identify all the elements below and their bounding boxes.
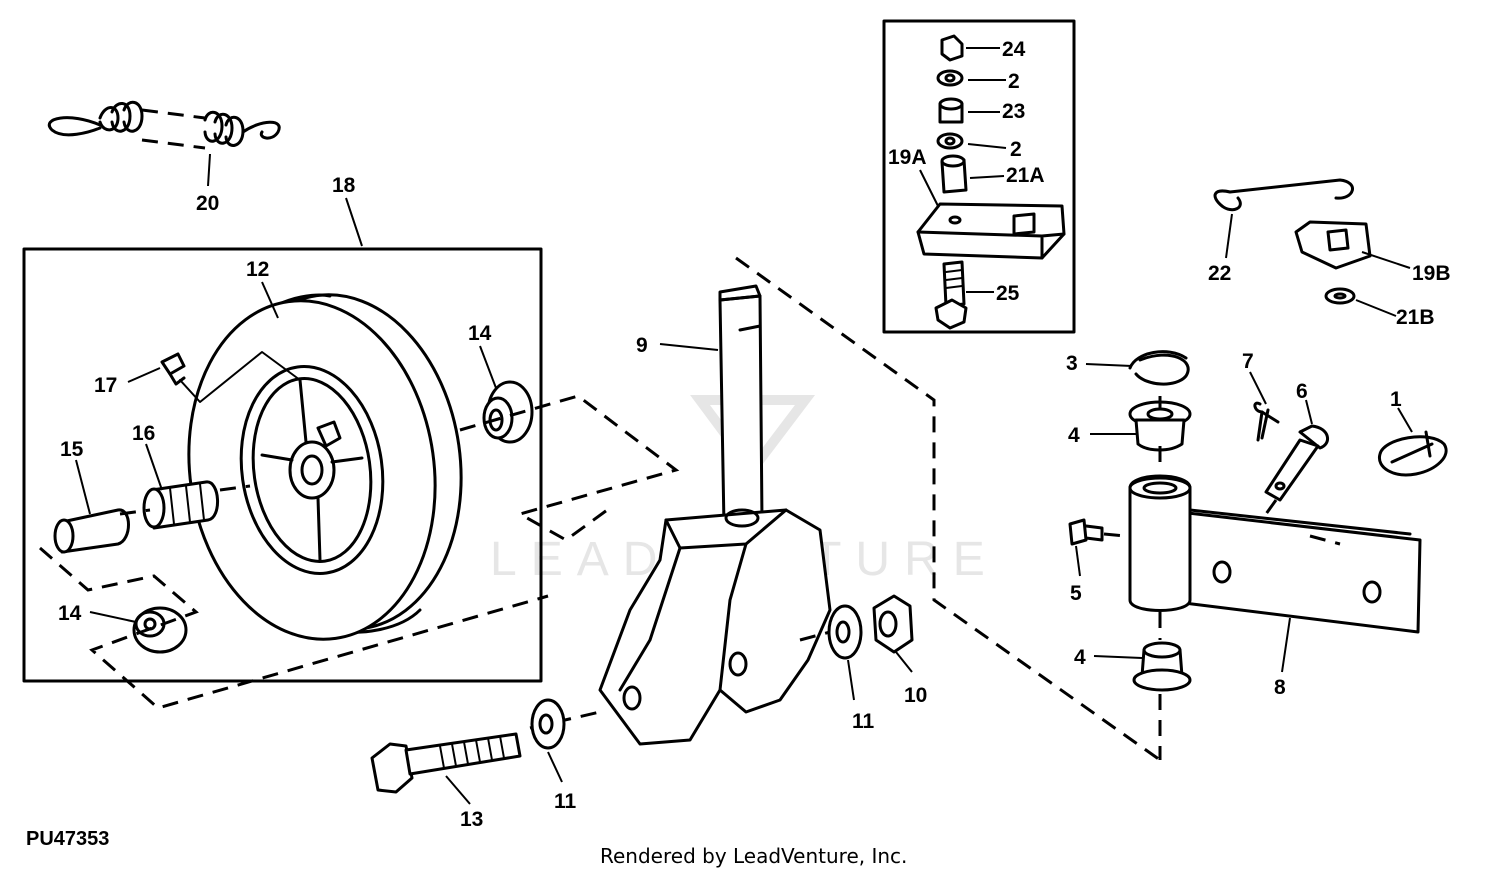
callout-16: 16 — [132, 422, 155, 445]
callout-20: 20 — [196, 192, 219, 215]
fork-dashed-line — [799, 630, 831, 642]
callout-19b: 19B — [1412, 262, 1451, 285]
callout-4-lower: 4 — [1074, 646, 1086, 669]
callout-11-upper: 11 — [852, 710, 875, 733]
bearing-part-16 — [142, 480, 220, 530]
washer-part-11-lower — [530, 698, 566, 750]
callout-8: 8 — [1274, 676, 1286, 699]
spring-clip-part-22 — [1213, 178, 1354, 212]
callout-12: 12 — [246, 258, 269, 281]
mounting-dashed-outline — [735, 256, 1161, 762]
bolt-part-13 — [370, 710, 601, 794]
callout-13: 13 — [460, 808, 483, 831]
callout-15: 15 — [60, 438, 84, 461]
wheel-assembly-box — [22, 247, 543, 683]
callout-18: 18 — [332, 174, 356, 197]
figure-id: PU47353 — [26, 828, 110, 850]
washer-part-21b — [1324, 287, 1356, 305]
callout-21a: 21A — [1006, 164, 1045, 187]
bracket-part-19b — [1294, 220, 1372, 270]
callout-2-lower: 2 — [1010, 138, 1022, 161]
hair-pin-part-7 — [1253, 401, 1280, 442]
callout-22: 22 — [1208, 262, 1231, 285]
callout-14-lower: 14 — [58, 602, 82, 625]
bushing-part-14-lower — [132, 606, 188, 654]
callout-24: 24 — [1002, 38, 1026, 61]
wheel-part-12 — [187, 293, 463, 641]
callout-19a: 19A — [888, 146, 927, 169]
callout-9: 9 — [636, 334, 648, 357]
bushing-part-4-lower — [1132, 641, 1192, 692]
grease-fitting-part-17 — [160, 351, 301, 403]
callout-23: 23 — [1002, 100, 1025, 123]
retaining-ring-part-3 — [1128, 350, 1190, 386]
leader-lines — [75, 47, 1413, 805]
grease-fitting-part-5 — [1068, 518, 1127, 546]
callout-17: 17 — [94, 374, 117, 397]
callout-2-upper: 2 — [1008, 70, 1020, 93]
callout-5: 5 — [1070, 582, 1082, 605]
callout-14-upper: 14 — [468, 322, 492, 345]
nut-part-10 — [872, 594, 914, 654]
bushing-part-4-upper — [1128, 400, 1192, 452]
callout-3: 3 — [1066, 352, 1078, 375]
callout-21b: 21B — [1396, 306, 1435, 329]
caster-fork-part-9 — [598, 284, 832, 746]
inset-hardware — [916, 34, 1066, 330]
render-credit: Rendered by LeadVenture, Inc. — [600, 844, 908, 868]
callout-25: 25 — [996, 282, 1020, 305]
spring-part-20 — [47, 100, 281, 150]
callout-11-lower: 11 — [554, 790, 577, 813]
lynch-clip-part-1 — [1378, 430, 1448, 477]
callout-7: 7 — [1242, 350, 1254, 373]
washer-part-11-upper — [827, 604, 863, 660]
assembly-dashed-lines — [39, 394, 680, 710]
callout-1: 1 — [1390, 388, 1402, 411]
callout-labels: 20 18 12 14 17 15 16 14 9 11 10 11 13 24… — [58, 38, 1451, 831]
sleeve-part-15 — [53, 508, 130, 554]
callout-4-upper: 4 — [1068, 424, 1080, 447]
pivot-bar-part-8 — [1128, 474, 1422, 634]
inset-box — [882, 19, 1076, 334]
callout-6: 6 — [1296, 380, 1308, 403]
callout-10: 10 — [904, 684, 927, 707]
clevis-pin-part-6 — [1264, 424, 1329, 515]
